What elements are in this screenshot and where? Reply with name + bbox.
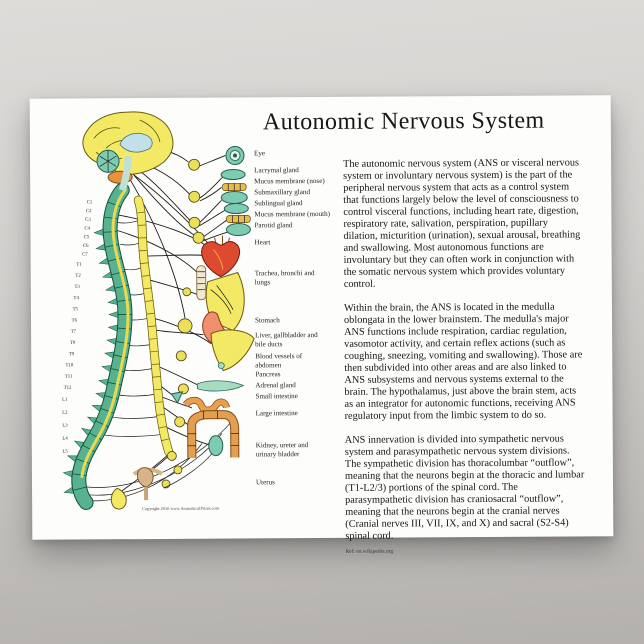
organ-label: Eye bbox=[253, 149, 266, 158]
sublingual-gland-illustration bbox=[223, 203, 249, 215]
bladder-illustration bbox=[110, 487, 127, 510]
organ-label: Mucus membrane (mouth) bbox=[254, 209, 331, 219]
spinal-cord bbox=[80, 188, 130, 478]
organ-label: Heart bbox=[254, 238, 271, 247]
organ-label: Stomach bbox=[254, 316, 280, 325]
vertebra-label: T6 bbox=[72, 318, 78, 323]
organ-label: Small intestine bbox=[255, 392, 298, 401]
eye-illustration bbox=[225, 146, 245, 166]
paragraph-overview: The autonomic nervous system (ANS or vis… bbox=[343, 157, 581, 290]
vertebra-label: L3 bbox=[62, 424, 68, 429]
sympathetic-trunk bbox=[133, 195, 174, 457]
organ-label: Lacrymal gland bbox=[254, 166, 299, 175]
copyright-line: Copyright 2016 www.AnatomicalPrints.com bbox=[142, 506, 220, 511]
mucus-membrane-nose-illustration bbox=[221, 183, 247, 191]
vertebra-label: T12 bbox=[64, 386, 72, 391]
submaxillary-gland-illustration bbox=[220, 191, 248, 205]
organ-label: Liver, gallbladder and bile ducts bbox=[255, 331, 318, 348]
heart-illustration bbox=[201, 235, 241, 278]
organ-label: Mucus membrane (nose) bbox=[254, 176, 325, 186]
vertebra-label: C1 bbox=[87, 200, 93, 205]
vertebra-label: C2 bbox=[86, 209, 92, 214]
vertebra-label: C7 bbox=[82, 253, 88, 258]
kidney-illustration bbox=[163, 435, 224, 489]
vertebra-label: T1 bbox=[76, 262, 82, 267]
organ-label: Trachea, bronchi and lungs bbox=[254, 269, 315, 287]
reference-line: Ref: en.wikipedia.org bbox=[345, 548, 394, 555]
organ-label-column: Eye Lacrymal gland Mucus membrane (nose)… bbox=[30, 95, 611, 486]
organ-label: Uterus bbox=[255, 478, 275, 487]
vertebra-label: T3 bbox=[74, 285, 80, 290]
vertebra-label: T7 bbox=[71, 330, 77, 335]
brain-illustration bbox=[82, 111, 174, 192]
liver-illustration bbox=[210, 329, 255, 372]
vertebra-label: C4 bbox=[84, 227, 90, 232]
organ-label: Parotid gland bbox=[254, 221, 293, 230]
vertebra-label: T5 bbox=[73, 307, 79, 312]
corpus-callosum bbox=[119, 132, 153, 153]
lacrymal-gland-illustration bbox=[220, 169, 246, 181]
spinal-column bbox=[71, 182, 133, 510]
large-intestine-illustration bbox=[187, 410, 240, 458]
adrenal-gland-illustration bbox=[170, 391, 184, 404]
body-text-column: The autonomic nervous system (ANS or vis… bbox=[343, 157, 586, 554]
gallbladder-illustration bbox=[217, 362, 225, 370]
vertebra-label: C3 bbox=[85, 218, 91, 223]
poster: Autonomic Nervous System bbox=[29, 95, 614, 555]
vertebrae-labels: C1C2C3C4C5C6C7T1T2T3T4T5T6T7T8T9T10T11T1… bbox=[62, 200, 93, 455]
mucus-membrane-mouth-illustration bbox=[225, 215, 251, 223]
vertebra-label: C5 bbox=[84, 235, 90, 240]
small-intestine-illustration bbox=[182, 396, 230, 414]
parotid-gland-illustration bbox=[225, 223, 251, 237]
organ-label: Adrenal gland bbox=[255, 381, 296, 390]
organ-illustrations bbox=[110, 146, 255, 510]
vertebra-label: L5 bbox=[62, 450, 68, 455]
uterus-illustration bbox=[132, 467, 164, 501]
vertebra-label: L2 bbox=[62, 411, 68, 416]
vertebra-label: T2 bbox=[75, 274, 81, 279]
organ-label: Submaxillary gland bbox=[254, 188, 311, 197]
organ-label: Sublingual gland bbox=[254, 199, 303, 208]
vertebra-label: T10 bbox=[66, 363, 74, 368]
paragraph-divisions: ANS innervation is divided into sympathe… bbox=[344, 433, 585, 542]
anatomy-diagram: C1C2C3C4C5C6C7T1T2T3T4T5T6T7T8T9T10T11T1… bbox=[62, 111, 255, 511]
vertebra-label: C6 bbox=[83, 244, 89, 249]
paragraph-brain: Within the brain, the ANS is located in … bbox=[343, 301, 583, 422]
vertebra-label: T8 bbox=[70, 341, 76, 346]
vertebra-label: T9 bbox=[69, 352, 75, 357]
pancreas-illustration bbox=[197, 380, 245, 392]
vertebra-label: L4 bbox=[62, 437, 68, 442]
organ-label: Kidney, ureter and urinary bladder bbox=[255, 441, 309, 458]
vertebra-label: T4 bbox=[74, 296, 80, 301]
vertebra-label: L1 bbox=[62, 398, 68, 403]
ganglia-chain bbox=[161, 158, 205, 489]
organ-label: Large intestine bbox=[255, 409, 298, 418]
vertebra-label: T11 bbox=[65, 375, 73, 380]
organ-label: Pancreas bbox=[255, 370, 281, 379]
organ-label: Blood vessels of abdomen bbox=[255, 352, 303, 369]
